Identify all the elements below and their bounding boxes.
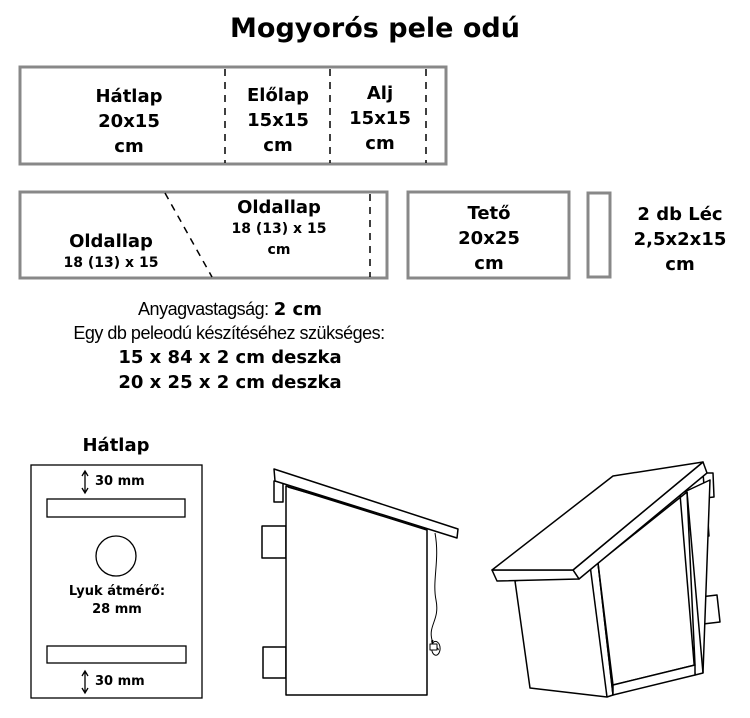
- thickness-label: Anyagvastagság:: [138, 299, 269, 319]
- oldallap-left-name: Oldallap: [69, 231, 153, 252]
- board-1-outline: [18, 65, 448, 166]
- lec-unit: cm: [665, 254, 695, 275]
- oldallap-left-size: 18 (13) x 15: [63, 255, 159, 271]
- page-title: Mogyorós pele odú: [230, 13, 520, 44]
- elolap-unit: cm: [263, 135, 293, 156]
- batten-slot: [46, 645, 187, 664]
- board-1-text: 15 x 84 x 2 cm deszka: [118, 347, 342, 368]
- back-detail-title: Hátlap: [82, 435, 150, 456]
- batten-slot: [46, 498, 186, 518]
- board-2-outline: [18, 190, 389, 280]
- oldallap-right-unit: cm: [267, 242, 291, 258]
- lec-outline: [586, 191, 612, 279]
- hole-value: 28 mm: [92, 602, 142, 617]
- arrow-icon: [81, 669, 89, 695]
- teto-name: Tető: [467, 203, 511, 224]
- lec-size: 2,5x2x15: [633, 229, 727, 250]
- lec-name: 2 db Léc: [637, 204, 723, 225]
- elolap-size: 15x15: [247, 110, 309, 131]
- needed-text: Egy db peleodú készítéséhez szükséges:: [73, 323, 385, 343]
- cut-line: [164, 192, 213, 278]
- hatlap-size: 20x15: [98, 111, 160, 132]
- alj-name: Alj: [366, 83, 394, 104]
- bottom-margin-label: 30 mm: [95, 674, 145, 689]
- teto-size: 20x25: [458, 228, 520, 249]
- board-2-text: 20 x 25 x 2 cm deszka: [118, 372, 342, 393]
- alj-size: 15x15: [349, 108, 411, 129]
- entrance-hole: [95, 535, 137, 577]
- hatlap-unit: cm: [114, 136, 144, 157]
- thickness-line: Anyagvastagság: 2 cm: [138, 299, 322, 320]
- top-margin-label: 30 mm: [95, 474, 145, 489]
- side-view-drawing: [261, 468, 459, 696]
- hatlap-name: Hátlap: [95, 86, 163, 107]
- elolap-name: Előlap: [246, 85, 310, 106]
- back-panel-drawing: [30, 464, 203, 699]
- thickness-value: 2 cm: [273, 299, 322, 320]
- alj-unit: cm: [365, 133, 395, 154]
- perspective-view-drawing: [491, 461, 721, 698]
- oldallap-right-name: Oldallap: [237, 197, 321, 218]
- teto-outline: [406, 190, 571, 280]
- oldallap-right-size: 18 (13) x 15: [231, 221, 327, 237]
- teto-unit: cm: [474, 253, 504, 274]
- hole-label: Lyuk átmérő:: [68, 584, 166, 599]
- arrow-icon: [81, 469, 89, 495]
